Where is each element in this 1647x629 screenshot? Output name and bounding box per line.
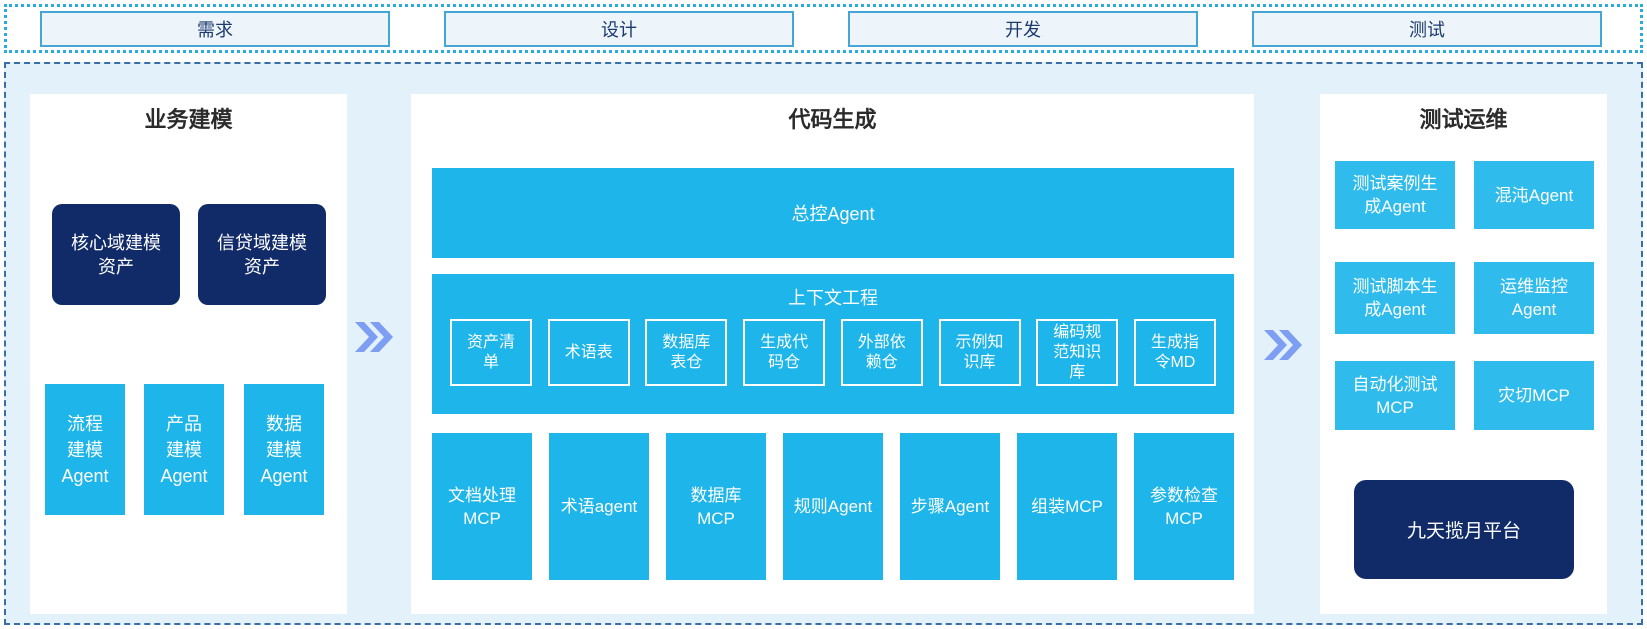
box-database-mcp: 数据库 MCP <box>666 433 766 580</box>
flow-arrow-icon <box>355 322 393 352</box>
box-product-modeling-agent: 产品 建模 Agent <box>144 384 224 515</box>
panel-test-ops: 测试运维 测试案例生 成Agent 混沌Agent 测试脚本生 成Agent 运… <box>1320 94 1607 614</box>
box-master-control-agent: 总控Agent <box>432 168 1234 258</box>
box-document-processing-mcp: 文档处理 MCP <box>432 433 532 580</box>
box-asset-list: 资产清 单 <box>450 319 532 386</box>
box-coding-standards-knowledge-base: 编码规 范知识 库 <box>1036 319 1119 386</box>
box-external-dependency-repo: 外部依 赖仓 <box>840 319 923 386</box>
box-automated-testing-mcp: 自动化测试 MCP <box>1335 361 1455 430</box>
tool-row: 文档处理 MCP 术语agent 数据库 MCP 规则Agent 步骤Agent… <box>432 433 1234 580</box>
box-test-script-generation-agent: 测试脚本生 成Agent <box>1335 262 1455 334</box>
box-jiutian-lanyue-platform: 九天揽月平台 <box>1354 480 1574 579</box>
panel-title-code-generation: 代码生成 <box>788 107 877 132</box>
box-core-domain-modeling-assets: 核心域建模 资产 <box>52 204 180 305</box>
phase-box-design: 设计 <box>444 10 794 47</box>
box-generation-instruction-md: 生成指 令MD <box>1133 319 1216 386</box>
box-assembly-mcp: 组装MCP <box>1017 433 1117 580</box>
phase-box-requirements: 需求 <box>40 10 390 47</box>
box-parameter-check-mcp: 参数检查 MCP <box>1134 433 1234 580</box>
phase-band: 需求 设计 开发 测试 <box>4 4 1643 53</box>
phase-box-development: 开发 <box>848 10 1198 47</box>
context-engineering-group: 上下文工程 资产清 单 术语表 数据库 表仓 生成代 码仓 外部依 赖仓 示例知… <box>432 274 1234 414</box>
box-credit-domain-modeling-assets: 信贷域建模 资产 <box>198 204 326 305</box>
box-data-modeling-agent: 数据 建模 Agent <box>244 384 324 515</box>
main-band: 业务建模 核心域建模 资产 信贷域建模 资产 流程 建模 Agent 产品 建模… <box>4 62 1643 625</box>
box-process-modeling-agent: 流程 建模 Agent <box>45 384 125 515</box>
panel-code-generation: 代码生成 总控Agent 上下文工程 资产清 单 术语表 数据库 表仓 生成代 … <box>411 94 1254 614</box>
box-example-knowledge-base: 示例知 识库 <box>938 319 1021 386</box>
box-database-table-repo: 数据库 表仓 <box>645 319 728 386</box>
context-engineering-row: 资产清 单 术语表 数据库 表仓 生成代 码仓 外部依 赖仓 示例知 识库 编码… <box>450 319 1216 386</box>
box-terminology-agent: 术语agent <box>549 433 649 580</box>
phase-box-testing: 测试 <box>1252 10 1602 47</box>
box-generated-code-repo: 生成代 码仓 <box>743 319 826 386</box>
box-chaos-agent: 混沌Agent <box>1474 161 1594 229</box>
box-disaster-switch-mcp: 灾切MCP <box>1474 361 1594 430</box>
box-rule-agent: 规则Agent <box>783 433 883 580</box>
box-ops-monitoring-agent: 运维监控 Agent <box>1474 262 1594 334</box>
box-step-agent: 步骤Agent <box>900 433 1000 580</box>
context-engineering-title: 上下文工程 <box>788 288 878 308</box>
panel-title-business-modeling: 业务建模 <box>144 107 233 132</box>
panel-business-modeling: 业务建模 核心域建模 资产 信贷域建模 资产 流程 建模 Agent 产品 建模… <box>30 94 347 614</box>
flow-arrow-icon <box>1264 330 1302 360</box>
box-test-case-generation-agent: 测试案例生 成Agent <box>1335 161 1455 229</box>
panel-title-test-ops: 测试运维 <box>1419 107 1508 132</box>
box-glossary: 术语表 <box>547 319 630 386</box>
